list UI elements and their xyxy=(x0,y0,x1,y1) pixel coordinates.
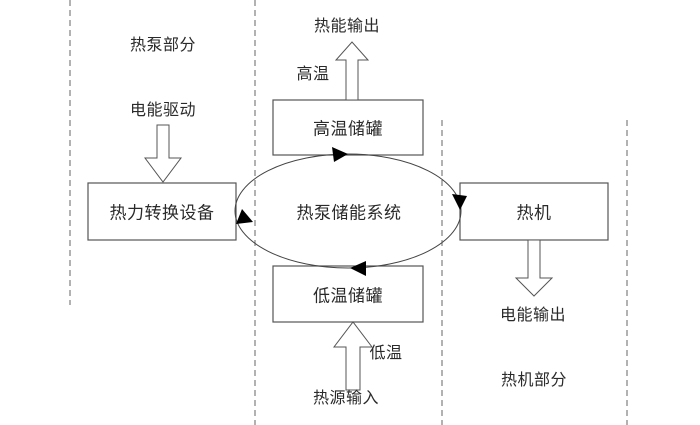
power-drive-arrow xyxy=(144,124,182,183)
high-temp-label: 高温 xyxy=(296,64,330,83)
heat-source-input-label: 热源输入 xyxy=(312,388,380,407)
power-drive-label: 电能驱动 xyxy=(129,100,197,119)
low-tank-label: 低温储罐 xyxy=(313,286,383,307)
high-tank-label: 高温储罐 xyxy=(313,119,383,140)
cycle-arrowhead-top xyxy=(332,147,348,162)
low-temp-label: 低温 xyxy=(369,343,403,362)
cycle-arrowhead-left xyxy=(236,209,253,224)
heat-output-label: 热能输出 xyxy=(313,16,381,35)
engine-label: 热机 xyxy=(516,203,552,224)
heat-engine-section-label: 热机部分 xyxy=(500,370,568,389)
converter-label: 热力转换设备 xyxy=(109,203,215,224)
engine-box xyxy=(459,182,609,241)
power-output-arrow xyxy=(514,239,554,297)
converter-box xyxy=(87,182,237,241)
heat-pump-section-label: 热泵部分 xyxy=(129,35,197,54)
heat-source-arrow xyxy=(332,321,374,391)
high-tank-box xyxy=(272,99,424,156)
power-output-label: 电能输出 xyxy=(499,305,567,324)
system-label: 热泵储能系统 xyxy=(296,203,402,224)
cycle-arrowhead-bottom xyxy=(350,261,366,276)
heat-output-arrow xyxy=(334,41,370,101)
cycle-arrowhead-right xyxy=(452,194,467,210)
low-tank-box xyxy=(272,265,424,323)
